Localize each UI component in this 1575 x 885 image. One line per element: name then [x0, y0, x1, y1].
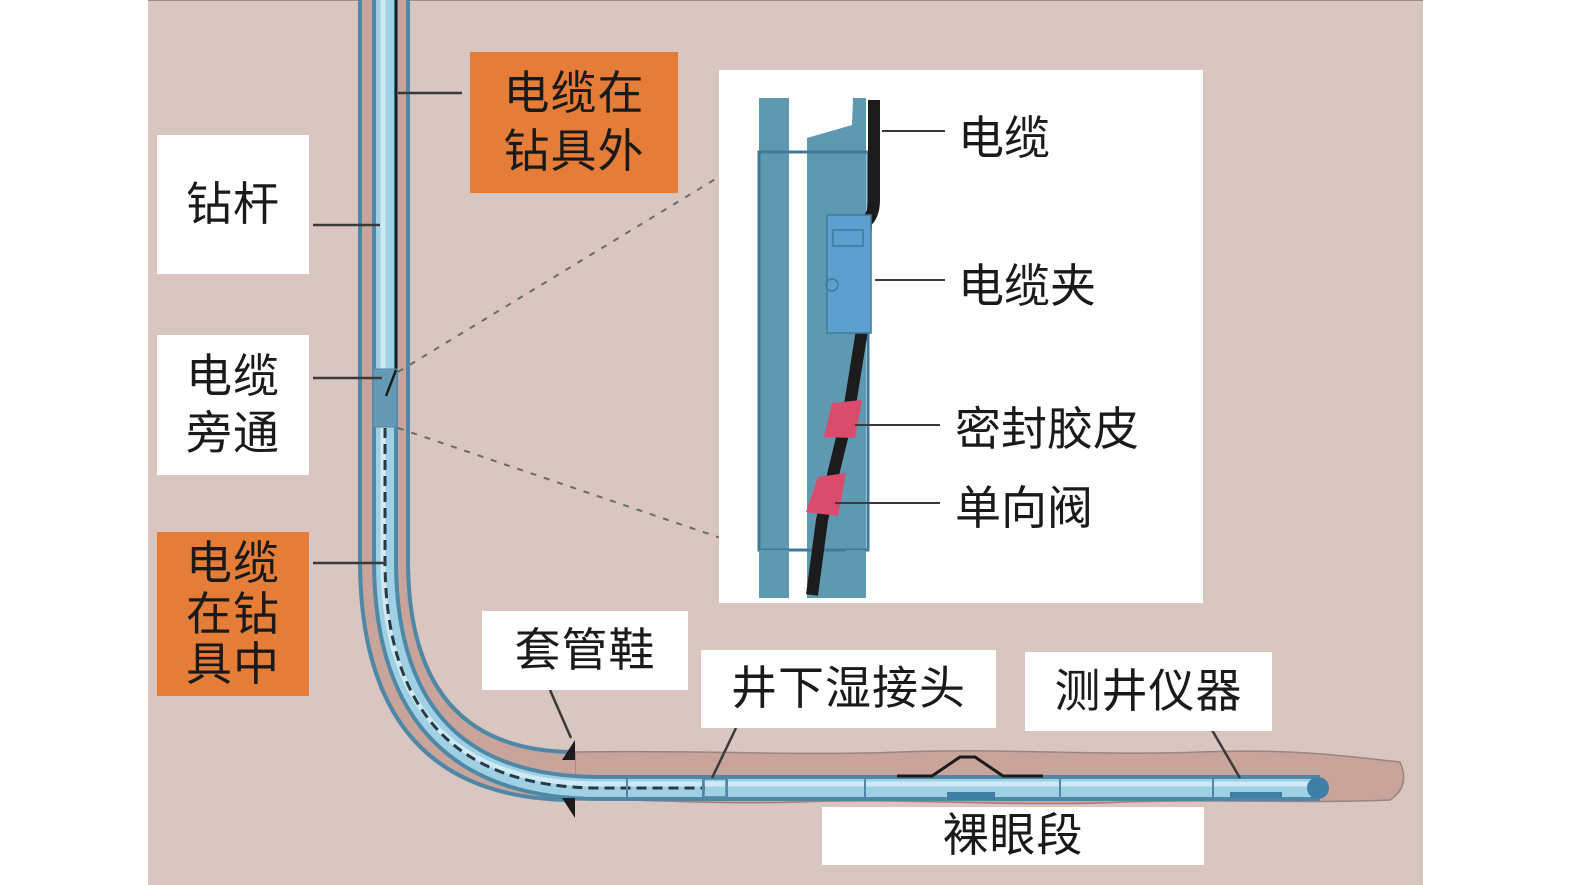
- sensor-pad-1: [947, 792, 995, 800]
- inset-leader-lines: [835, 130, 945, 504]
- bow-spring: [897, 755, 1043, 778]
- detail-inset-drawing: [757, 98, 880, 598]
- label-logging-tool: 测井仪器: [1025, 652, 1272, 731]
- label-casing-shoe: 套管鞋: [482, 611, 688, 690]
- casing-shoe-lower: [562, 798, 575, 818]
- label-open-hole-section: 裸眼段: [822, 807, 1204, 865]
- casing-shoe-upper: [562, 740, 575, 760]
- label-drill-pipe: 钻杆: [157, 135, 309, 274]
- bypass-cable: [384, 369, 398, 397]
- wet-connector-body: [703, 778, 727, 798]
- label-cable-inside-tool: 电缆 在钻 具中: [157, 532, 309, 696]
- leader-lines: [313, 91, 1242, 779]
- label-downhole-wet-connector: 井下湿接头: [701, 650, 996, 728]
- detail-inset-panel: [719, 70, 1203, 603]
- tool-end-cap: [1307, 777, 1329, 799]
- inset-label-check-valve: 单向阀: [955, 481, 1093, 535]
- casing-outer-wall: [358, 0, 576, 802]
- inset-label-seal-rubber: 密封胶皮: [955, 402, 1139, 456]
- casing-inner-wall: [406, 0, 576, 754]
- sensor-pad-2: [1230, 792, 1282, 798]
- label-cable-bypass: 电缆 旁通: [157, 335, 309, 475]
- tool-joints: [626, 776, 1214, 800]
- inset-label-cable-clamp: 电缆夹: [958, 259, 1096, 313]
- label-cable-outside-tool: 电缆在 钻具外: [470, 52, 678, 193]
- zoom-line-bottom: [397, 427, 751, 549]
- internal-cable: [383, 428, 705, 790]
- inset-label-cable: 电缆: [958, 111, 1050, 165]
